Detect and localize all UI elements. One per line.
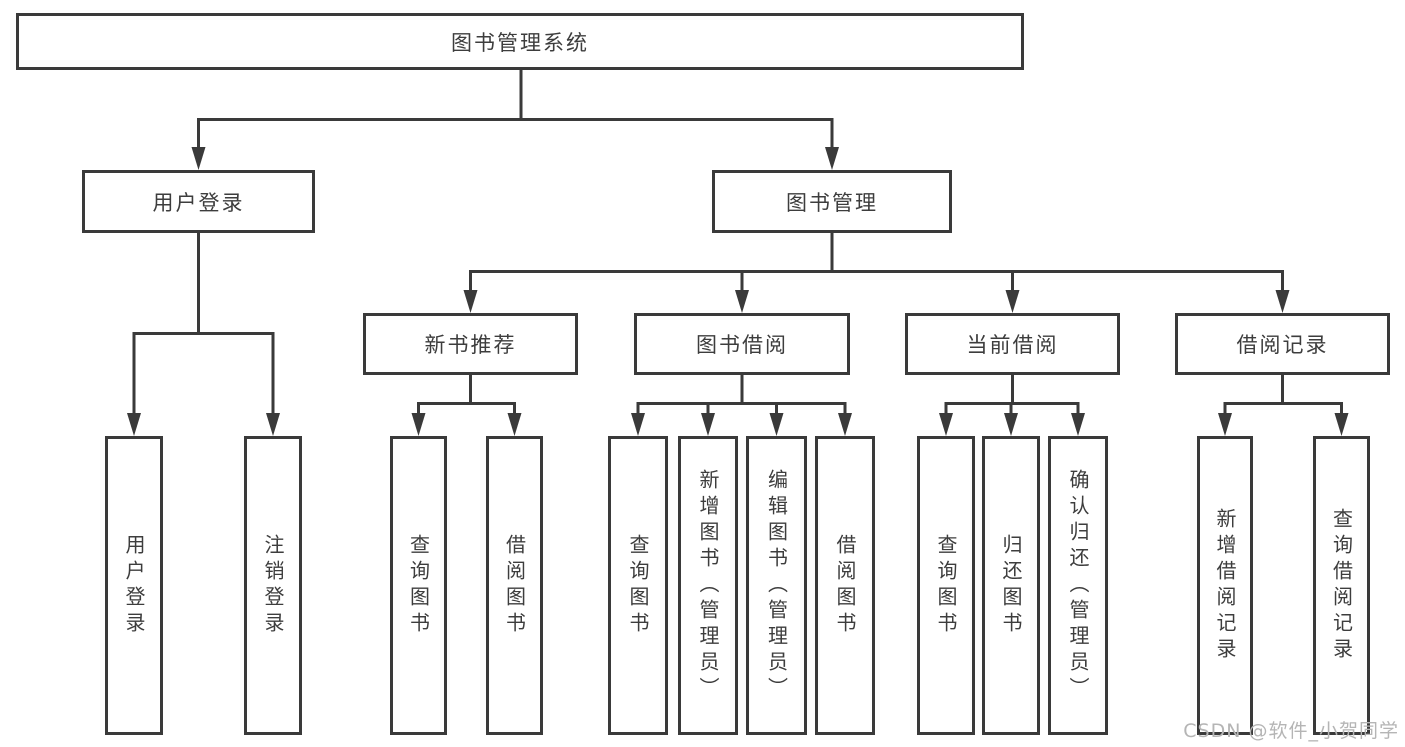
node-label: 借阅图书 xyxy=(502,533,527,638)
node-label: 用户登录 xyxy=(152,190,245,215)
leaf-query-books-current: 查询图书 xyxy=(917,436,975,735)
node-label: 新增图书（管理员） xyxy=(696,468,720,703)
arrowhead-down-icon xyxy=(266,413,280,436)
leaf-borrow-books-recommend: 借阅图书 xyxy=(486,436,543,735)
node-label: 图书管理 xyxy=(786,190,878,215)
node-label: 查询借阅记录 xyxy=(1329,507,1354,664)
leaf-borrow-books: 借阅图书 xyxy=(815,436,875,735)
node-label: 用户登录 xyxy=(122,533,146,638)
arrowhead-down-icon xyxy=(507,413,522,436)
arrowheads-down xyxy=(127,147,1349,436)
arrowhead-down-icon xyxy=(191,147,206,170)
arrowhead-down-icon xyxy=(1275,290,1290,313)
arrowhead-down-icon xyxy=(1218,413,1232,436)
connector-lines xyxy=(132,70,1343,418)
node-label: 确认归还（管理员） xyxy=(1066,468,1090,703)
arrowhead-down-icon xyxy=(1334,413,1349,436)
arrowhead-down-icon xyxy=(1005,290,1020,313)
node-label: 查询图书 xyxy=(934,533,958,638)
leaf-edit-book-admin: 编辑图书（管理员） xyxy=(746,436,807,735)
node-new-book-recommend: 新书推荐 xyxy=(363,313,578,375)
node-label: 注销登录 xyxy=(261,533,285,638)
arrowhead-down-icon xyxy=(127,413,141,436)
leaf-query-books-recommend: 查询图书 xyxy=(390,436,447,735)
arrowhead-down-icon xyxy=(838,413,852,436)
node-label: 编辑图书（管理员） xyxy=(764,468,789,703)
arrowhead-down-icon xyxy=(1004,413,1018,436)
node-borrowing-records: 借阅记录 xyxy=(1175,313,1390,375)
node-label: 新增借阅记录 xyxy=(1213,507,1237,664)
leaf-user-login: 用户登录 xyxy=(105,436,163,735)
arrowhead-down-icon xyxy=(631,413,645,436)
leaf-add-book-admin: 新增图书（管理员） xyxy=(678,436,738,735)
node-label: 归还图书 xyxy=(999,533,1023,638)
node-user-login: 用户登录 xyxy=(82,170,315,233)
leaf-confirm-return-admin: 确认归还（管理员） xyxy=(1048,436,1108,735)
arrowhead-down-icon xyxy=(1071,413,1085,436)
arrowhead-down-icon xyxy=(411,413,426,436)
node-label: 图书管理系统 xyxy=(451,30,589,55)
arrowhead-down-icon xyxy=(769,413,784,436)
node-current-borrowing: 当前借阅 xyxy=(905,313,1120,375)
node-label: 新书推荐 xyxy=(424,333,517,357)
node-library-management-system: 图书管理系统 xyxy=(16,13,1024,70)
node-label: 查询图书 xyxy=(626,533,650,638)
leaf-query-books-borrow: 查询图书 xyxy=(608,436,668,735)
leaf-logout: 注销登录 xyxy=(244,436,302,735)
leaf-add-borrow-record: 新增借阅记录 xyxy=(1197,436,1253,735)
arrowhead-down-icon xyxy=(701,413,715,436)
node-label: 查询图书 xyxy=(406,533,431,638)
node-label: 图书借阅 xyxy=(696,333,788,357)
node-book-management: 图书管理 xyxy=(712,170,952,233)
arrowhead-down-icon xyxy=(735,290,749,313)
csdn-watermark: CSDN @软件_小贺同学 xyxy=(1183,720,1399,742)
node-label: 当前借阅 xyxy=(966,333,1059,357)
leaf-query-borrow-record: 查询借阅记录 xyxy=(1313,436,1370,735)
node-book-borrowing: 图书借阅 xyxy=(634,313,850,375)
arrowhead-down-icon xyxy=(825,147,839,170)
arrowhead-down-icon xyxy=(463,290,478,313)
node-label: 借阅记录 xyxy=(1236,333,1329,357)
node-label: 借阅图书 xyxy=(833,533,857,638)
arrowhead-down-icon xyxy=(939,413,953,436)
leaf-return-book: 归还图书 xyxy=(982,436,1040,735)
